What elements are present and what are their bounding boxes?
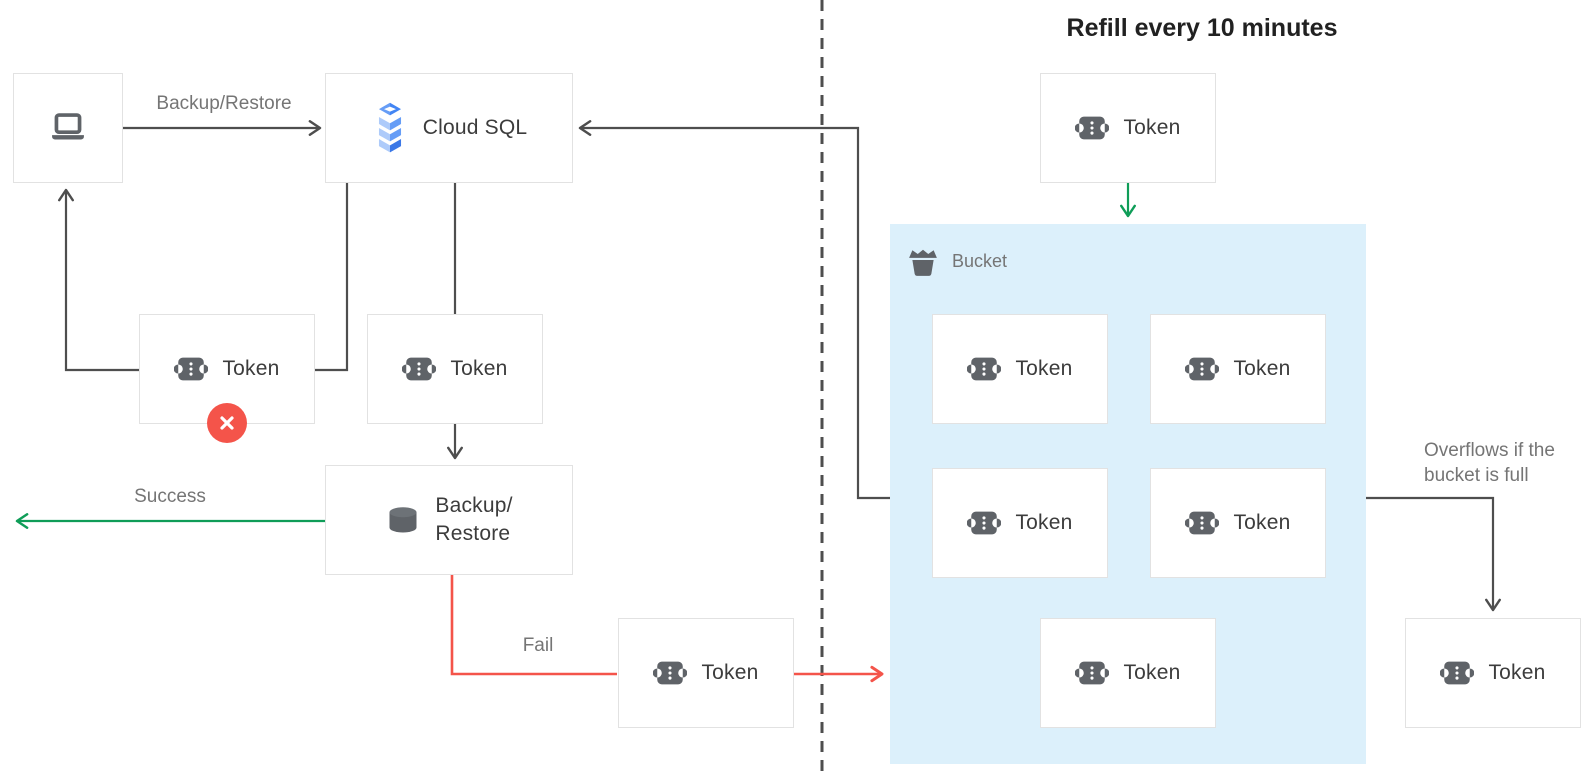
token-icon	[402, 357, 437, 381]
token-label: Token	[1123, 116, 1181, 139]
token-label: Token	[1488, 661, 1546, 684]
token-icon	[1075, 116, 1110, 140]
error-x-icon	[207, 403, 247, 443]
token-icon	[653, 661, 688, 685]
overflow-note-line2: bucket is full	[1424, 465, 1529, 486]
token-icon	[967, 511, 1002, 535]
diagram-title: Refill every 10 minutes	[1066, 14, 1338, 42]
edge-label-fail: Fail	[522, 635, 554, 656]
token-icon	[1185, 511, 1220, 535]
laptop-icon	[50, 113, 86, 142]
token-label: Token	[222, 357, 280, 380]
backup-restore-label-line2: Restore	[435, 522, 511, 545]
backup-restore-label-line1: Backup/	[435, 493, 513, 517]
token-icon	[1185, 357, 1220, 381]
token-label: Token	[701, 661, 759, 684]
cloud-sql-node: Cloud SQL	[325, 73, 573, 183]
token-box-bucket-3: Token	[932, 468, 1108, 578]
token-box-overflow: Token	[1405, 618, 1581, 728]
token-icon	[1440, 661, 1475, 685]
client-node	[13, 73, 123, 183]
cloud-sql-label: Cloud SQL	[422, 116, 528, 139]
token-label: Token	[1233, 357, 1291, 380]
token-box-refill: Token	[1040, 73, 1216, 183]
token-box-bucket-2: Token	[1150, 314, 1326, 424]
database-icon	[389, 506, 417, 532]
token-box-fail-return: Token	[618, 618, 794, 728]
token-box-consumed: Token	[367, 314, 543, 424]
token-icon	[1075, 661, 1110, 685]
x-glyph	[220, 416, 234, 430]
edge-label-success: Success	[134, 486, 206, 507]
cloud-sql-icon	[378, 102, 401, 153]
arrow-bucket-overflow	[1366, 496, 1501, 612]
bucket-header: Bucket	[906, 244, 1007, 278]
token-box-bucket-1: Token	[932, 314, 1108, 424]
arrow-bucket-to-cloudsql	[578, 120, 890, 500]
backup-restore-node: Backup/ Restore	[325, 465, 573, 575]
overflow-note-line1: Overflows if the	[1424, 440, 1555, 461]
bucket-label: Bucket	[952, 250, 1008, 271]
bucket-icon	[909, 249, 937, 276]
token-label: Token	[450, 357, 508, 380]
line-fail-to-token	[450, 575, 617, 676]
token-label: Token	[1233, 511, 1291, 534]
token-label: Token	[1123, 661, 1181, 684]
token-icon	[174, 357, 209, 381]
edge-label-backup-restore: Backup/Restore	[156, 93, 292, 114]
token-icon	[967, 357, 1002, 381]
token-box-bucket-5: Token	[1040, 618, 1216, 728]
arrow-rejected-token-to-client	[58, 188, 139, 372]
overflow-note: Overflows if the bucket is full	[1424, 438, 1555, 488]
token-label: Token	[1015, 511, 1073, 534]
line-cloudsql-to-rejected-token	[315, 183, 349, 372]
token-label: Token	[1015, 357, 1073, 380]
token-box-bucket-4: Token	[1150, 468, 1326, 578]
